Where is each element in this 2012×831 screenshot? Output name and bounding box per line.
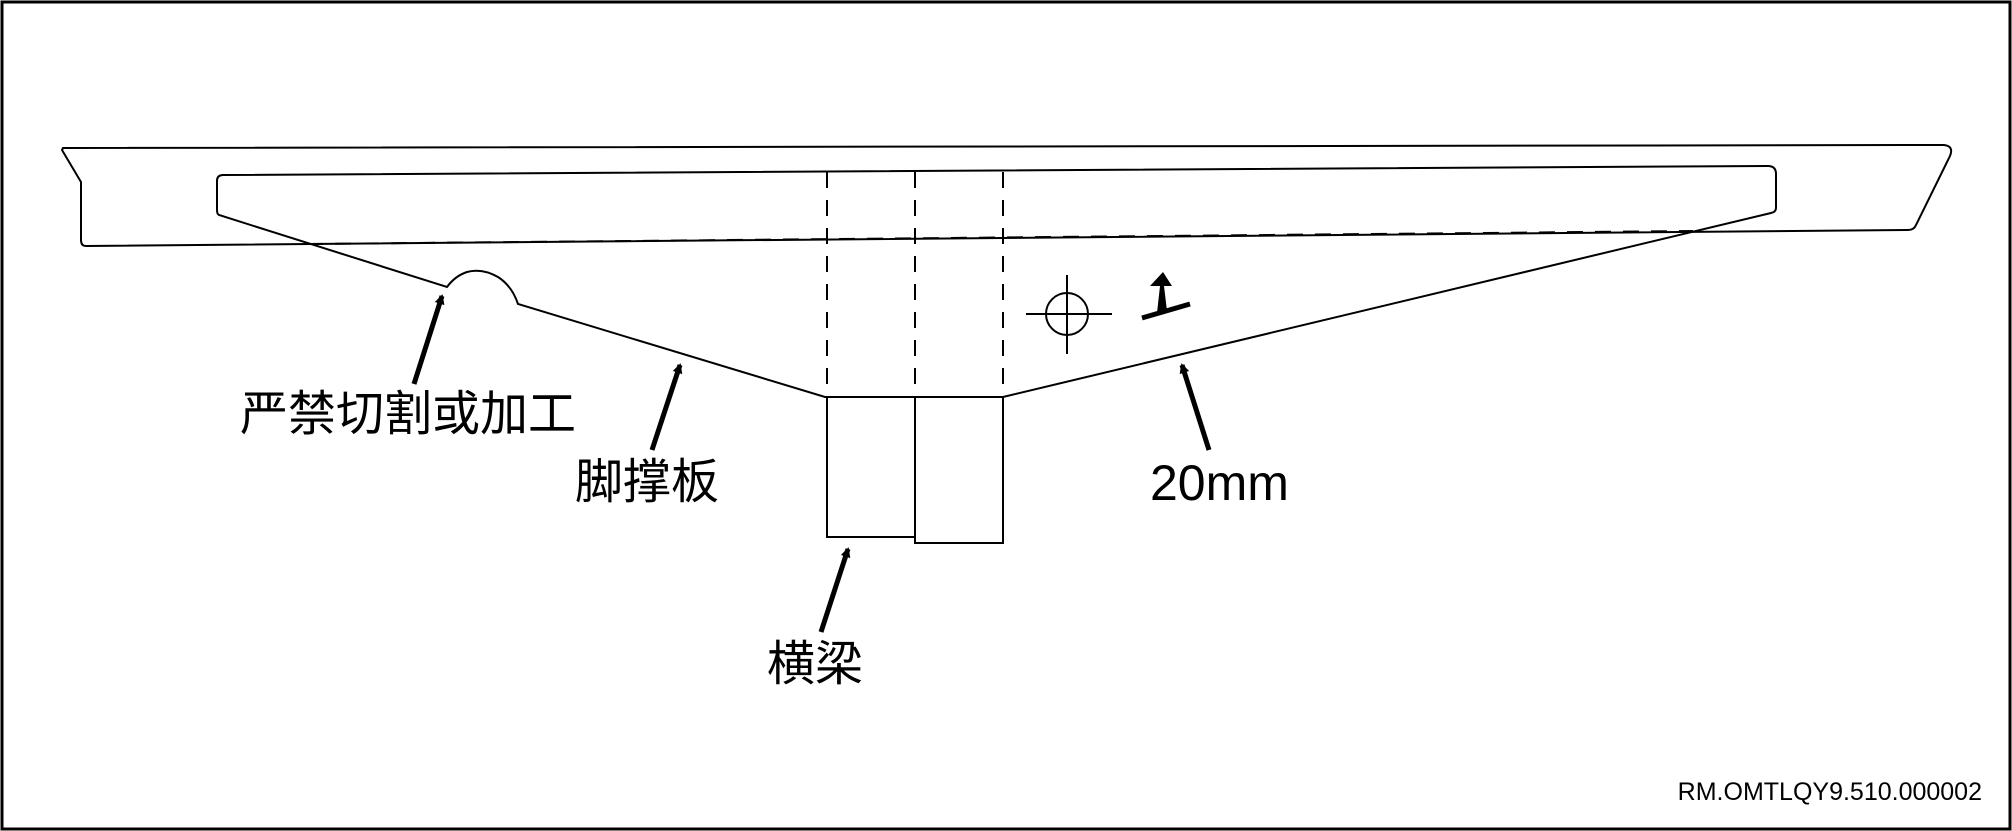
reference-code: RM.OMTLQY9.510.000002 xyxy=(1678,778,1982,806)
arrow-no-cutting xyxy=(411,294,445,385)
crossbeam-right-box xyxy=(914,396,1004,544)
hidden-line-horizontal xyxy=(306,230,1694,245)
label-crossbeam: 横梁 xyxy=(767,636,863,692)
outer-plate-outline xyxy=(60,143,1953,248)
label-dimension: 20mm xyxy=(1150,455,1289,511)
crossbeam-left-box xyxy=(826,396,916,538)
weld-symbol-icon xyxy=(1141,272,1191,321)
arrow-dimension xyxy=(1179,363,1212,451)
crosshair-icon xyxy=(1026,275,1112,354)
arrow-foot-plate xyxy=(649,363,683,451)
label-no-cutting: 严禁切割或加工 xyxy=(240,386,576,442)
label-foot-plate: 脚撑板 xyxy=(575,454,719,510)
arrow-crossbeam xyxy=(818,547,851,633)
foot-plate-outline xyxy=(216,164,1777,398)
